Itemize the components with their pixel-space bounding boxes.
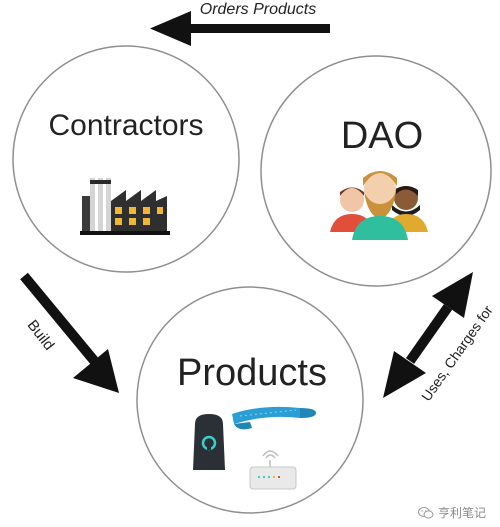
build-label: Build [24,317,58,354]
products-label: Products [177,352,327,394]
contractors-label: Contractors [48,109,203,142]
smart-speaker-icon [193,414,225,470]
wechat-logo [417,506,434,519]
uses-charges-label: Uses, Charges for [418,302,496,404]
contractors-circle [12,45,240,273]
watermark-text: 亨利笔记 [437,506,486,520]
factory-icon [80,178,170,235]
products-circle [136,286,364,514]
watermark: 亨利笔记 [417,504,486,521]
wifi-router-icon [249,450,297,490]
build-arrow [20,272,119,393]
dao-circle [260,55,492,287]
dao-label: DAO [341,115,423,157]
orders-products-label: Orders Products [200,1,316,18]
people-group-icon [330,171,428,240]
uses-charges-arrow [383,272,473,398]
orders-products-arrow [150,11,330,46]
fitness-band-icon [232,406,316,430]
